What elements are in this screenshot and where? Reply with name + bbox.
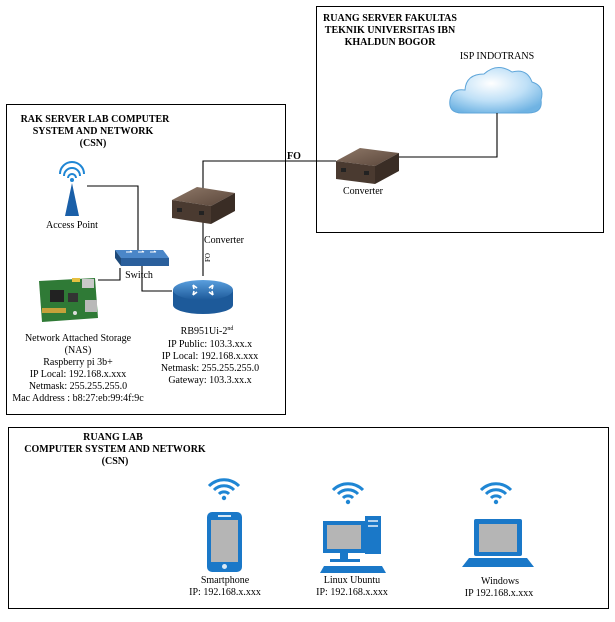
svg-text:(NAS): (NAS) bbox=[65, 345, 92, 356]
router-icon bbox=[173, 280, 233, 314]
svg-text:IP Public: 103.3.xx.x: IP Public: 103.3.xx.x bbox=[168, 339, 252, 350]
link-cloud-converter bbox=[399, 113, 498, 158]
svg-text:Network Attached Storage: Network Attached Storage bbox=[25, 333, 132, 344]
raspberry-pi-icon bbox=[39, 278, 98, 322]
svg-text:Mac Address : b8:27:eb:99:4f:9: Mac Address : b8:27:eb:99:4f:9c bbox=[12, 393, 144, 404]
svg-text:SYSTEM AND NETWORK: SYSTEM AND NETWORK bbox=[33, 126, 154, 137]
desktop-icon bbox=[320, 516, 386, 573]
svg-text:Raspberry pi 3b+: Raspberry pi 3b+ bbox=[43, 357, 113, 368]
wifi-icon bbox=[331, 482, 365, 505]
rack-box bbox=[6, 104, 286, 415]
lab-title: RUANG LAB COMPUTER SYSTEM AND NETWORK (C… bbox=[24, 432, 206, 467]
link-fo bbox=[202, 160, 336, 198]
linux-name: Linux Ubuntu bbox=[324, 575, 380, 586]
smartphone-ip: IP: 192.168.x.xxx bbox=[189, 587, 261, 598]
access-point-icon bbox=[59, 161, 85, 216]
svg-text:(CSN): (CSN) bbox=[80, 138, 107, 149]
smartphone-name: Smartphone bbox=[201, 575, 250, 586]
router-text: RB951Ui-2nd IP Public: 103.3.xx.x IP Loc… bbox=[161, 326, 259, 386]
wifi-icon bbox=[479, 482, 513, 505]
link-switch-nas bbox=[98, 268, 121, 281]
converter-icon-rack bbox=[172, 187, 235, 224]
rack-title: RAK SERVER LAB COMPUTER SYSTEM AND NETWO… bbox=[21, 114, 171, 149]
router-model: RB951Ui-2nd bbox=[181, 326, 234, 337]
laptop-icon bbox=[462, 519, 534, 567]
svg-text:Netmask: 255.255.255.0: Netmask: 255.255.255.0 bbox=[29, 381, 127, 392]
link-ap-switch bbox=[87, 185, 139, 250]
svg-text:RUANG LAB: RUANG LAB bbox=[83, 432, 143, 443]
fo-label: FO bbox=[287, 151, 301, 162]
windows-ip: IP 192.168.x.xxx bbox=[465, 588, 534, 599]
svg-text:(CSN): (CSN) bbox=[102, 456, 129, 467]
svg-text:RUANG SERVER FAKULTAS: RUANG SERVER FAKULTAS bbox=[323, 13, 457, 24]
access-point-label: Access Point bbox=[46, 220, 98, 231]
lab-box bbox=[8, 427, 609, 609]
svg-text:IP Local: 192.168.x.xxx: IP Local: 192.168.x.xxx bbox=[30, 369, 127, 380]
server-room-title: RUANG SERVER FAKULTAS TEKNIK UNIVERSITAS… bbox=[323, 13, 457, 48]
switch-icon bbox=[115, 250, 169, 266]
server-room-box bbox=[316, 6, 604, 233]
svg-text:Gateway: 103.3.xx.x: Gateway: 103.3.xx.x bbox=[168, 375, 251, 386]
converter-label-server-room: Converter bbox=[343, 186, 384, 197]
svg-text:Netmask: 255.255.255.0: Netmask: 255.255.255.0 bbox=[161, 363, 259, 374]
svg-text:IP Local: 192.168.x.xxx: IP Local: 192.168.x.xxx bbox=[162, 351, 259, 362]
device-labels: Smartphone IP: 192.168.x.xxx Linux Ubunt… bbox=[189, 575, 533, 599]
link-switch-router bbox=[141, 261, 172, 292]
connection-lines bbox=[87, 113, 498, 292]
converter-label-rack: Converter bbox=[204, 235, 245, 246]
cloud-icon bbox=[449, 67, 543, 114]
svg-text:KHALDUN BOGOR: KHALDUN BOGOR bbox=[345, 37, 437, 48]
fo-vertical-label: FO bbox=[204, 253, 212, 262]
smartphone-icon bbox=[207, 512, 242, 572]
svg-text:RAK SERVER LAB COMPUTER: RAK SERVER LAB COMPUTER bbox=[21, 114, 171, 125]
isp-label: ISP INDOTRANS bbox=[460, 51, 534, 62]
nas-text: Network Attached Storage (NAS) Raspberry… bbox=[12, 333, 144, 404]
linux-ip: IP: 192.168.x.xxx bbox=[316, 587, 388, 598]
windows-name: Windows bbox=[481, 576, 519, 587]
wifi-icon bbox=[207, 478, 241, 501]
converter-icon-server-room bbox=[336, 148, 399, 184]
switch-label: Switch bbox=[125, 270, 153, 281]
svg-text:COMPUTER SYSTEM AND NETWORK: COMPUTER SYSTEM AND NETWORK bbox=[24, 444, 206, 455]
svg-text:TEKNIK UNIVERSITAS IBN: TEKNIK UNIVERSITAS IBN bbox=[325, 25, 456, 36]
